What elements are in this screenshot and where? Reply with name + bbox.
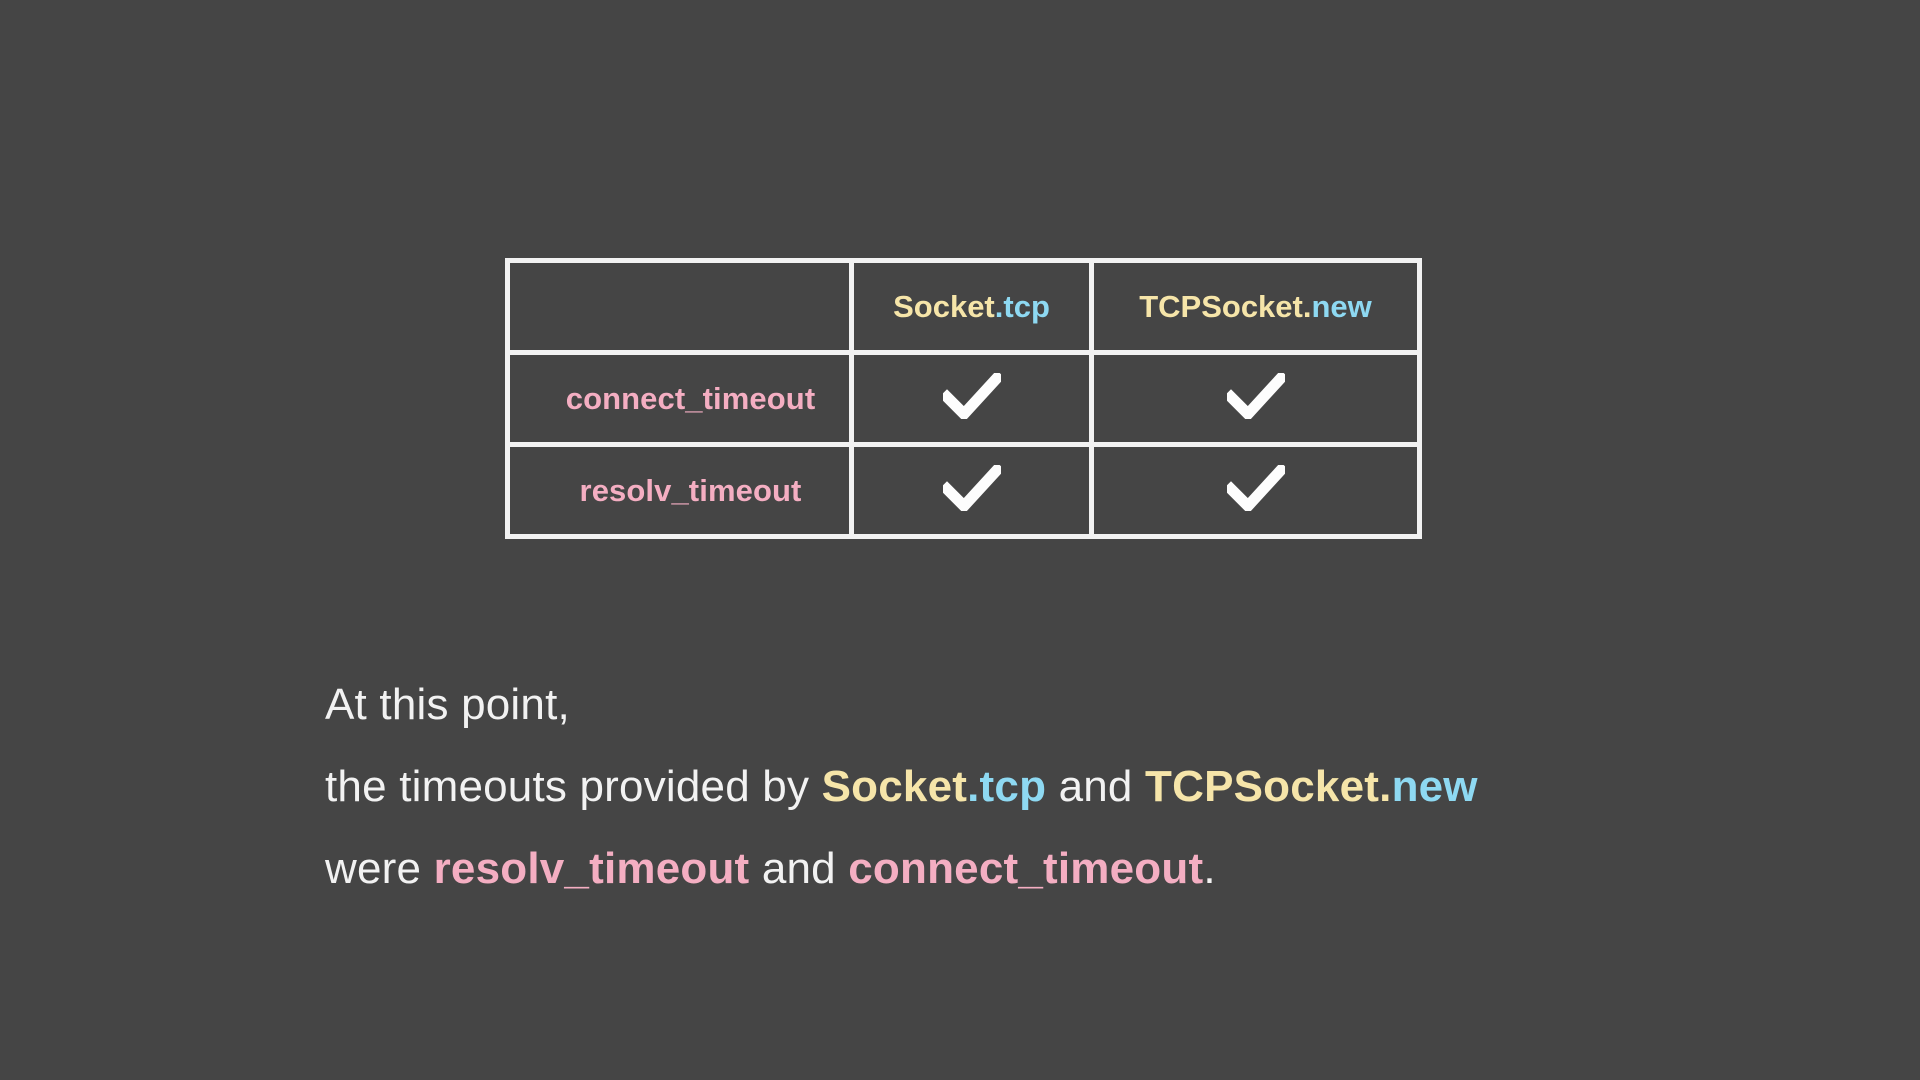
check-mark-icon [942,465,1001,511]
column-header-socket-tcp: Socket.tcp [849,258,1094,355]
timeout-support-table: Socket.tcp TCPSocket.new connect_timeout [505,258,1422,539]
table-header-row: Socket.tcp TCPSocket.new [505,258,1422,355]
cell-resolv-timeout-tcpsocket-new [1089,442,1422,539]
body-copy: At this point, the timeouts provided by … [325,664,1745,910]
text-run: At this point, [325,680,570,729]
text-run: . [1203,844,1216,893]
column-header-receiver: TCPSocket [1139,288,1303,324]
body-line-3: were resolv_timeout and connect_timeout. [325,828,1745,910]
text-run: tcp [979,762,1047,811]
column-header-receiver: Socket [893,288,995,324]
column-header-dot: . [994,288,1004,324]
table-corner-cell [505,258,854,355]
body-line-2: the timeouts provided by Socket.tcp and … [325,746,1745,828]
table-row: connect_timeout [505,350,1422,447]
column-header-dot: . [1302,288,1312,324]
cell-connect-timeout-socket-tcp [849,350,1094,447]
check-mark-icon [1226,373,1285,419]
comparison-table-wrapper: Socket.tcp TCPSocket.new connect_timeout [505,258,1422,539]
text-run: were [325,844,434,893]
text-run: resolv_timeout [433,844,750,893]
text-run: connect_timeout [848,844,1204,893]
text-run: . [1379,762,1392,811]
column-header-tcpsocket-new: TCPSocket.new [1089,258,1422,355]
column-header-method: new [1311,288,1372,324]
table-row: resolv_timeout [505,442,1422,539]
text-run: the timeouts provided by [325,762,822,811]
cell-connect-timeout-tcpsocket-new [1089,350,1422,447]
text-run: and [1046,762,1146,811]
text-run: new [1391,762,1478,811]
body-line-1: At this point, [325,664,1745,746]
text-run: and [749,844,849,893]
check-mark-icon [1226,465,1285,511]
row-label-connect-timeout: connect_timeout [505,350,854,447]
text-run: . [967,762,980,811]
row-label-resolv-timeout: resolv_timeout [505,442,854,539]
text-run: TCPSocket [1145,762,1380,811]
text-run: Socket [821,762,968,811]
check-mark-icon [942,373,1001,419]
cell-resolv-timeout-socket-tcp [849,442,1094,539]
column-header-method: tcp [1003,288,1050,324]
